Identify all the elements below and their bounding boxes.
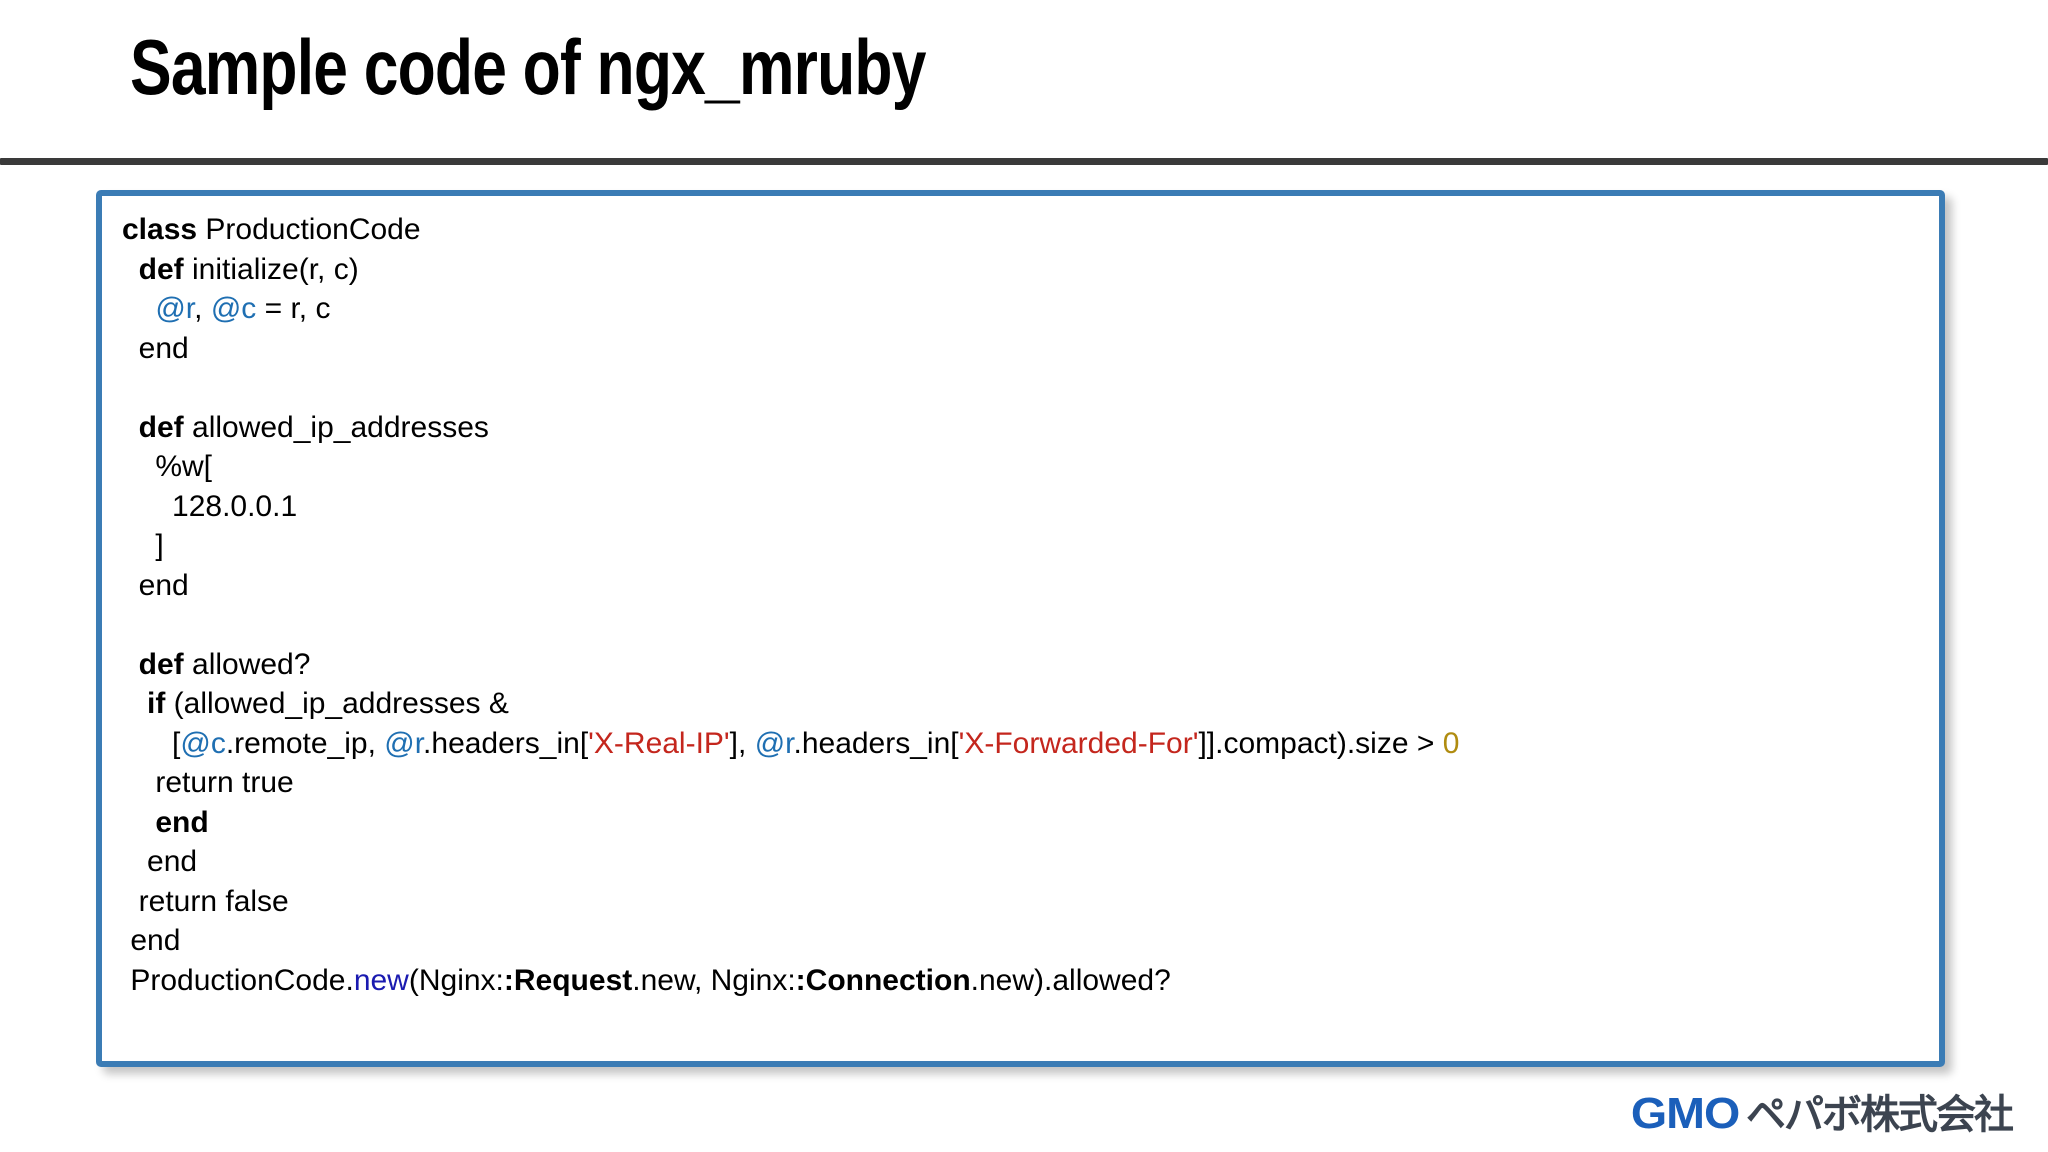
code-token: .remote_ip, (225, 726, 385, 760)
code-line: def allowed? (122, 645, 1931, 685)
code-line: class ProductionCode (122, 210, 1931, 250)
code-token: initialize(r, c) (183, 252, 359, 286)
code-token: [ (122, 726, 181, 760)
code-token: ] (122, 529, 164, 562)
code-token: @r (155, 292, 195, 325)
code-token: @r (754, 726, 794, 760)
code-token: 128.0.0.1 (122, 489, 298, 523)
code-token: end (122, 331, 189, 365)
code-token: ProductionCode (197, 213, 421, 246)
code-token (122, 292, 155, 325)
code-line (122, 368, 1931, 408)
code-token: def (138, 252, 184, 286)
code-token: allowed? (183, 647, 311, 681)
code-token: end (155, 805, 209, 839)
code-line: end (122, 329, 1931, 369)
code-line: 128.0.0.1 (122, 487, 1931, 527)
code-token: 'X-Forwarded-For' (958, 726, 1199, 760)
code-token: 0 (1442, 726, 1460, 760)
code-token: %w[ (122, 450, 213, 483)
code-line: return true (122, 763, 1931, 803)
code-token: @r (384, 726, 424, 760)
code-token: ], (729, 726, 755, 760)
code-token (122, 253, 139, 286)
code-sample-box: class ProductionCode def initialize(r, c… (96, 190, 1945, 1067)
logo-pepabo-text: ペパボ株式会社 (1746, 1092, 2014, 1138)
code-token: return false (122, 884, 289, 918)
code-token: allowed_ip_addresses (183, 410, 489, 444)
code-token (122, 411, 139, 444)
code-token: ProductionCode. (122, 963, 354, 997)
code-line: ] (122, 526, 1931, 566)
code-token: (Nginx: (408, 963, 504, 997)
code-token: :Connection (795, 963, 971, 997)
code-line: if (allowed_ip_addresses & (122, 684, 1931, 724)
code-token: .headers_in[ (423, 726, 589, 760)
code-token: , (194, 292, 211, 325)
code-line: end (122, 842, 1931, 882)
code-line: def initialize(r, c) (122, 250, 1931, 290)
code-token (122, 687, 147, 720)
code-token: @c (210, 292, 257, 325)
code-token: .new, Nginx: (632, 963, 796, 997)
page-title: Sample code of ngx_mruby (130, 23, 926, 111)
code-line: return false (122, 882, 1931, 922)
code-line: end (122, 803, 1931, 843)
code-token: .new).allowed? (970, 963, 1171, 997)
code-token: .headers_in[ (793, 726, 959, 760)
gmo-pepabo-logo: GMO ペパボ株式会社 (1630, 1082, 2014, 1140)
code-token: class (122, 213, 198, 246)
code-token: ]].compact).size > (1198, 726, 1443, 760)
code-token: new (353, 963, 409, 997)
code-token: 'X-Real-IP' (588, 726, 730, 760)
title-divider (0, 158, 2048, 165)
code-token: (allowed_ip_addresses & (165, 687, 509, 720)
code-line: def allowed_ip_addresses (122, 408, 1931, 448)
code-token: = r, c (256, 292, 331, 325)
code-token: :Request (503, 963, 633, 997)
code-token (122, 806, 155, 839)
code-token: end (122, 568, 189, 602)
code-token: @c (180, 726, 226, 760)
code-line (122, 605, 1931, 645)
code-block: class ProductionCode def initialize(r, c… (122, 210, 1931, 1000)
code-token: if (147, 687, 166, 720)
code-line: end (122, 921, 1931, 961)
code-line: [@c.remote_ip, @r.headers_in['X-Real-IP'… (122, 724, 1931, 764)
code-token: end (122, 924, 181, 957)
code-line: %w[ (122, 447, 1931, 487)
logo-gmo-text: GMO (1630, 1089, 1740, 1138)
code-line: end (122, 566, 1931, 606)
code-token: def (138, 410, 184, 444)
code-token: end (122, 845, 198, 878)
code-line: ProductionCode.new(Nginx::Request.new, N… (122, 961, 1931, 1001)
code-token: return true (122, 766, 294, 799)
code-token (122, 648, 139, 681)
code-token: def (138, 647, 184, 681)
code-line: @r, @c = r, c (122, 289, 1931, 329)
